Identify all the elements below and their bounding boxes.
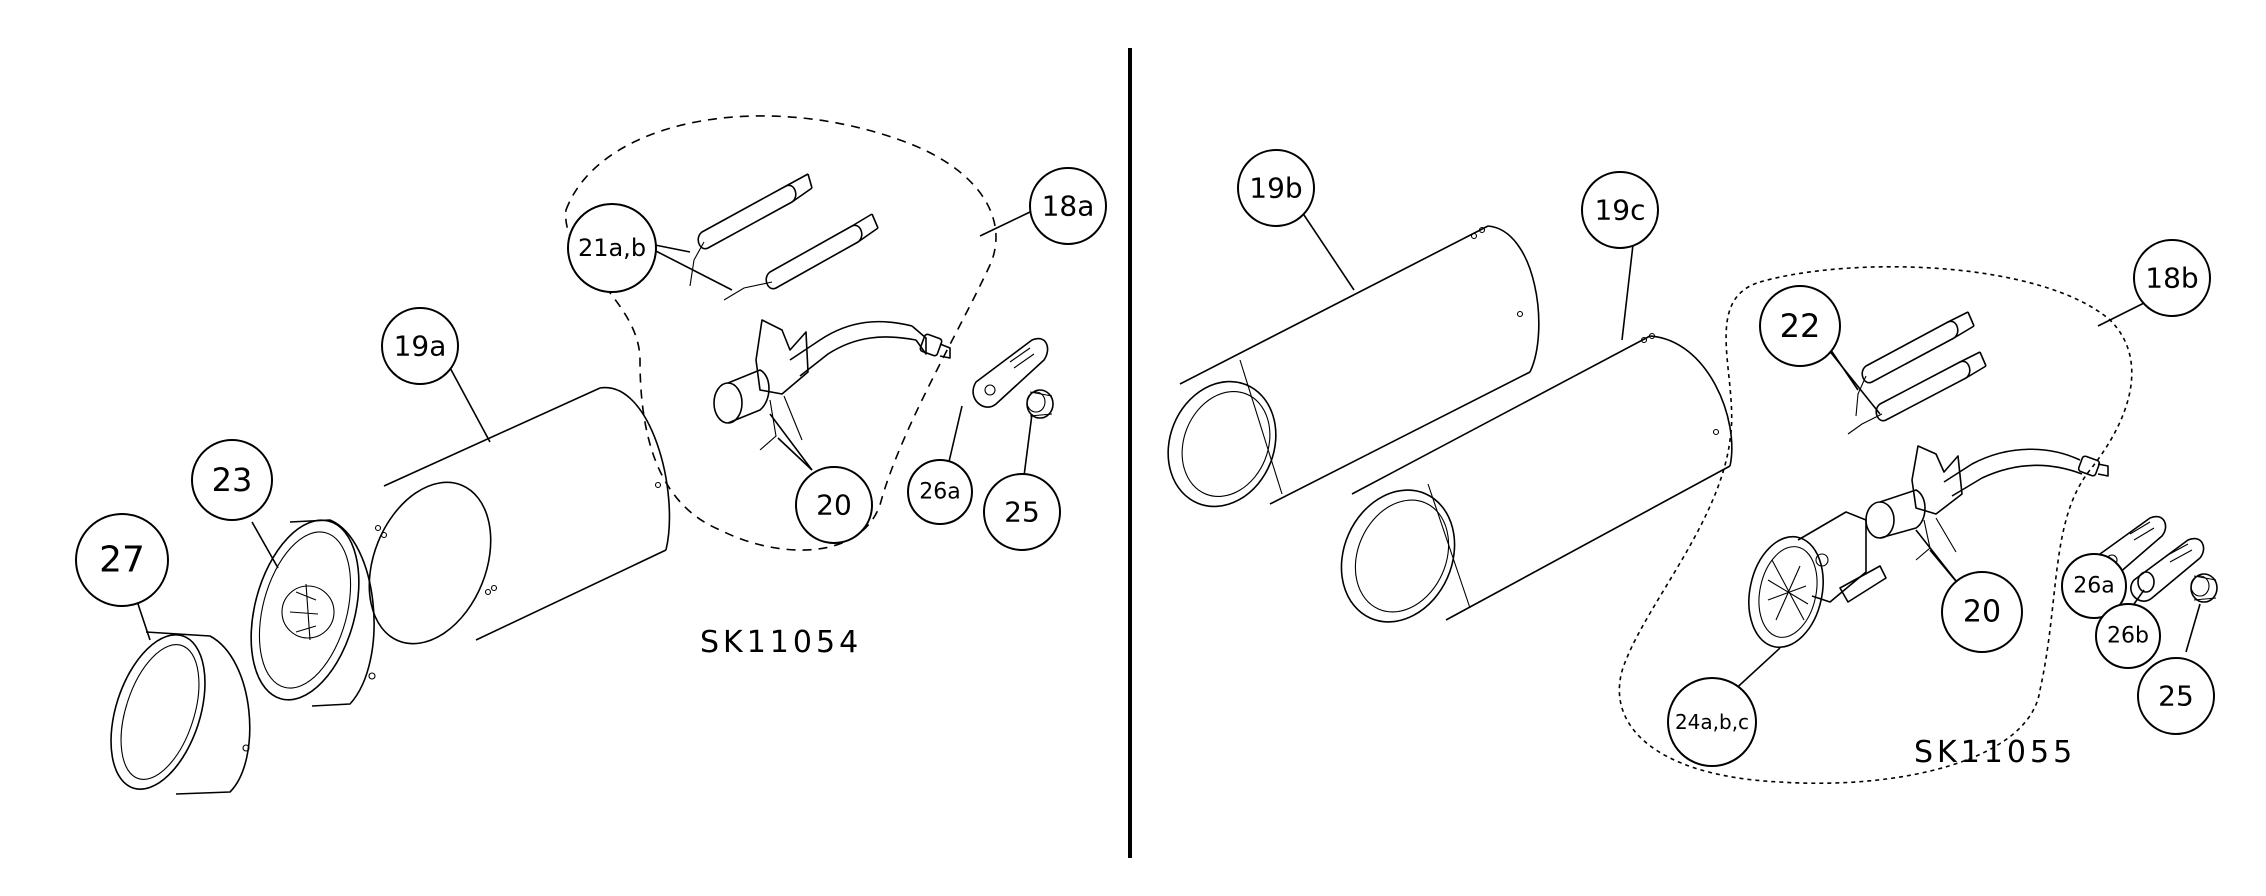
svg-text:22: 22 bbox=[1780, 307, 1821, 345]
callout-27: 27 bbox=[75, 513, 169, 607]
svg-text:25: 25 bbox=[1004, 496, 1040, 529]
part-21ab-electrodes bbox=[689, 173, 879, 301]
part-20-burner-assembly-right bbox=[1865, 445, 2109, 561]
part-26a-plate bbox=[972, 337, 1049, 408]
svg-text:18b: 18b bbox=[2145, 262, 2198, 295]
callout-26b: 26b bbox=[2095, 603, 2161, 669]
callout-21ab: 21a,b bbox=[567, 203, 657, 293]
callout-18a: 18a bbox=[1029, 167, 1107, 245]
assembly-boundary-18a bbox=[565, 115, 997, 551]
svg-text:19c: 19c bbox=[1594, 194, 1645, 227]
svg-text:19b: 19b bbox=[1249, 172, 1302, 205]
svg-text:23: 23 bbox=[212, 461, 253, 499]
part-19a-cylinder bbox=[368, 387, 671, 645]
svg-text:19a: 19a bbox=[394, 330, 447, 363]
part-26b-plate bbox=[2130, 537, 2205, 602]
part-24abc-swirler bbox=[1748, 511, 1887, 649]
svg-text:20: 20 bbox=[1963, 595, 2001, 630]
callout-19a: 19a bbox=[381, 307, 459, 385]
part-25-nut bbox=[1026, 389, 1054, 419]
drawing-number-right: SK11055 bbox=[1914, 735, 2076, 770]
callout-25-right: 25 bbox=[2137, 657, 2215, 735]
callout-24abc: 24a,b,c bbox=[1667, 677, 1757, 767]
part-27-ring bbox=[110, 631, 251, 795]
left-panel: 18a 19a 21a,b 20 26a 25 23 27 bbox=[75, 115, 1107, 795]
right-panel: 19b 19c 18b 22 20 26a 26b 25 bbox=[1167, 149, 2218, 785]
part-22-electrodes bbox=[1847, 311, 1987, 435]
part-20-burner-assembly bbox=[713, 319, 951, 451]
part-19b-cylinder bbox=[1167, 225, 1540, 508]
callout-26a-right: 26a bbox=[2061, 553, 2127, 619]
callout-23: 23 bbox=[191, 439, 273, 521]
svg-text:26a: 26a bbox=[2073, 574, 2114, 599]
svg-text:24a,b,c: 24a,b,c bbox=[1675, 710, 1749, 734]
part-25-nut-right bbox=[2190, 573, 2218, 603]
callout-19c: 19c bbox=[1581, 171, 1659, 249]
svg-text:27: 27 bbox=[99, 540, 145, 581]
part-23-swirl-plate bbox=[250, 519, 376, 707]
svg-text:26b: 26b bbox=[2107, 624, 2149, 649]
part-19c-cylinder bbox=[1340, 332, 1733, 623]
callout-25-left: 25 bbox=[983, 473, 1061, 551]
svg-text:26a: 26a bbox=[919, 480, 960, 505]
svg-text:21a,b: 21a,b bbox=[578, 234, 646, 262]
drawing-number-left: SK11054 bbox=[700, 625, 862, 660]
callout-18b: 18b bbox=[2133, 239, 2211, 317]
svg-text:20: 20 bbox=[816, 489, 852, 522]
callout-19b: 19b bbox=[1237, 149, 1315, 227]
svg-text:25: 25 bbox=[2158, 680, 2194, 713]
callout-20-right: 20 bbox=[1941, 571, 2023, 653]
callout-22: 22 bbox=[1759, 285, 1841, 367]
callout-20-left: 20 bbox=[795, 466, 873, 544]
svg-text:18a: 18a bbox=[1042, 190, 1095, 223]
callout-26a-left: 26a bbox=[907, 459, 973, 525]
